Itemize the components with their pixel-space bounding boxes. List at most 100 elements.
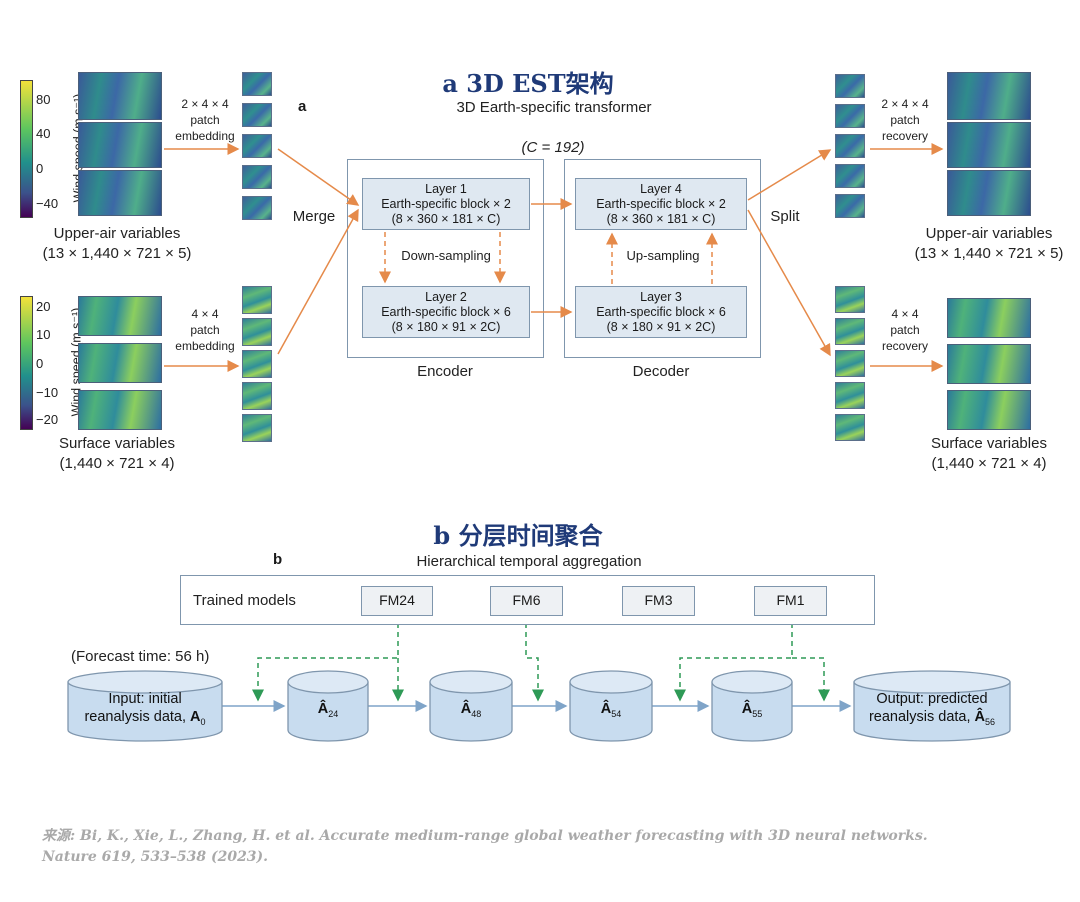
down-sampling-label: Down-sampling bbox=[401, 248, 491, 263]
layer2-dims: (8 × 180 × 91 × 2C) bbox=[391, 320, 501, 334]
layer4-title: Layer 4 bbox=[640, 182, 682, 196]
colorbar-upper-tick: 0 bbox=[36, 161, 44, 176]
a48-cylinder bbox=[429, 670, 513, 742]
surface-output-slab bbox=[947, 344, 1031, 384]
channel-label: (C = 192) bbox=[521, 139, 585, 156]
layer2-block: Layer 2 Earth-specific block × 6 (8 × 18… bbox=[362, 286, 530, 338]
up-sampling-label: Up-sampling bbox=[626, 248, 700, 263]
input-label-text: reanalysis data, bbox=[84, 709, 191, 725]
fm3-box: FM3 bbox=[622, 586, 695, 616]
upper-air-output-slab bbox=[947, 122, 1031, 168]
patch-tile bbox=[242, 196, 272, 220]
a48-label: Â48 bbox=[430, 700, 512, 723]
merge-arrow bbox=[277, 148, 360, 206]
a54-label: Â54 bbox=[570, 700, 652, 723]
fm24-box: FM24 bbox=[361, 586, 433, 616]
recovery-tile bbox=[835, 414, 865, 441]
section-b-subtitle: Hierarchical temporal aggregation bbox=[416, 553, 642, 570]
forecast-time-label: (Forecast time: 56 h) bbox=[71, 648, 210, 665]
upper-air-input-slab bbox=[78, 122, 162, 168]
fm1-arrow bbox=[674, 614, 793, 702]
surface-input-dims: (1,440 × 721 × 4) bbox=[59, 455, 175, 472]
output-label-text: reanalysis data, bbox=[868, 709, 975, 725]
state-subscript: 54 bbox=[611, 708, 622, 719]
fm6-box: FM6 bbox=[490, 586, 563, 616]
layer3-desc: Earth-specific block × 6 bbox=[596, 305, 726, 319]
upper-air-input-dims: (13 × 1,440 × 721 × 5) bbox=[42, 245, 192, 262]
state-subscript: 24 bbox=[328, 708, 339, 719]
colorbar-upper-tick: 80 bbox=[36, 92, 51, 107]
layer2-desc: Earth-specific block × 6 bbox=[381, 305, 511, 319]
split-arrow bbox=[747, 209, 831, 357]
layer1-block: Layer 1 Earth-specific block × 2 (8 × 36… bbox=[362, 178, 530, 230]
encoder-label: Encoder bbox=[417, 363, 473, 380]
layer1-title: Layer 1 bbox=[425, 182, 467, 196]
recovery-tile bbox=[835, 382, 865, 409]
output-subscript: 56 bbox=[985, 716, 996, 727]
patch-tile bbox=[242, 165, 272, 189]
fm1-arrow bbox=[792, 657, 830, 702]
colorbar-surface-tick: 0 bbox=[36, 356, 44, 371]
recovery-tile bbox=[835, 134, 865, 158]
output-label-line2: reanalysis data, Â56 bbox=[854, 708, 1010, 731]
patch-tile bbox=[242, 350, 272, 378]
surface-recover-label: 4 × 4 bbox=[891, 307, 919, 321]
upper-air-input-name: Upper-air variables bbox=[53, 225, 181, 242]
surface-input-slab bbox=[78, 390, 162, 430]
merge-label: Merge bbox=[292, 208, 336, 225]
recovery-tile bbox=[835, 74, 865, 98]
surface-input-slab bbox=[78, 343, 162, 383]
surface-embed-label: patch bbox=[190, 323, 220, 337]
fm24-arrow bbox=[252, 614, 399, 702]
upper-embed-label: 2 × 4 × 4 bbox=[181, 97, 229, 111]
a24-label: Â24 bbox=[288, 700, 368, 723]
input-cylinder-label: Input: initial reanalysis data, A0 bbox=[68, 690, 222, 731]
patch-tile bbox=[242, 134, 272, 158]
upper-air-input-slab bbox=[78, 170, 162, 216]
surface-recover-label: patch bbox=[890, 323, 920, 337]
surface-embed-label: embedding bbox=[175, 339, 235, 353]
layer3-dims: (8 × 180 × 91 × 2C) bbox=[606, 320, 716, 334]
output-label-line1: Output: predicted bbox=[876, 691, 988, 707]
trained-models-label: Trained models bbox=[193, 592, 296, 609]
input-label-line2: reanalysis data, A0 bbox=[68, 708, 222, 731]
colorbar-surface-tick: 10 bbox=[36, 327, 51, 342]
recovery-tile bbox=[835, 350, 865, 377]
layer3-title: Layer 3 bbox=[640, 290, 682, 304]
citation-line2: Nature 619, 533–538 (2023). bbox=[42, 849, 269, 865]
patch-tile bbox=[242, 286, 272, 314]
upper-embed-label: patch bbox=[190, 113, 220, 127]
layer2-title: Layer 2 bbox=[425, 290, 467, 304]
layer1-dims: (8 × 360 × 181 × C) bbox=[391, 212, 501, 226]
split-arrow bbox=[747, 149, 832, 201]
section-a-subtitle: 3D Earth-specific transformer bbox=[456, 99, 652, 116]
fm1-box: FM1 bbox=[754, 586, 827, 616]
state-symbol: Â bbox=[317, 701, 329, 717]
output-symbol: Â bbox=[974, 709, 986, 725]
source-citation: 来源: Bi, K., Xie, L., Zhang, H. et al. Ac… bbox=[42, 826, 928, 868]
a54-cylinder bbox=[569, 670, 653, 742]
a24-cylinder bbox=[287, 670, 369, 742]
output-cylinder-label: Output: predicted reanalysis data, Â56 bbox=[854, 690, 1010, 731]
upper-air-input-slab bbox=[78, 72, 162, 120]
merge-arrow bbox=[277, 208, 359, 355]
fm6-arrow bbox=[525, 614, 544, 702]
recovery-tile bbox=[835, 286, 865, 313]
recovery-tile bbox=[835, 164, 865, 188]
citation-line1: 来源: Bi, K., Xie, L., Zhang, H. et al. Ac… bbox=[42, 828, 928, 844]
recovery-tile bbox=[835, 318, 865, 345]
surface-input-name: Surface variables bbox=[59, 435, 175, 452]
colorbar-upper-tick: −40 bbox=[36, 196, 59, 211]
colorbar-surface bbox=[20, 296, 33, 430]
recovery-tile bbox=[835, 194, 865, 218]
surface-output-slab bbox=[947, 390, 1031, 430]
state-symbol: Â bbox=[460, 701, 472, 717]
surface-embed-label: 4 × 4 bbox=[191, 307, 219, 321]
patch-tile bbox=[242, 382, 272, 410]
layer4-dims: (8 × 360 × 181 × C) bbox=[606, 212, 716, 226]
colorbar-surface-tick: 20 bbox=[36, 299, 51, 314]
input-label-line1: Input: initial bbox=[108, 691, 182, 707]
upper-air-output-dims: (13 × 1,440 × 721 × 5) bbox=[914, 245, 1064, 262]
